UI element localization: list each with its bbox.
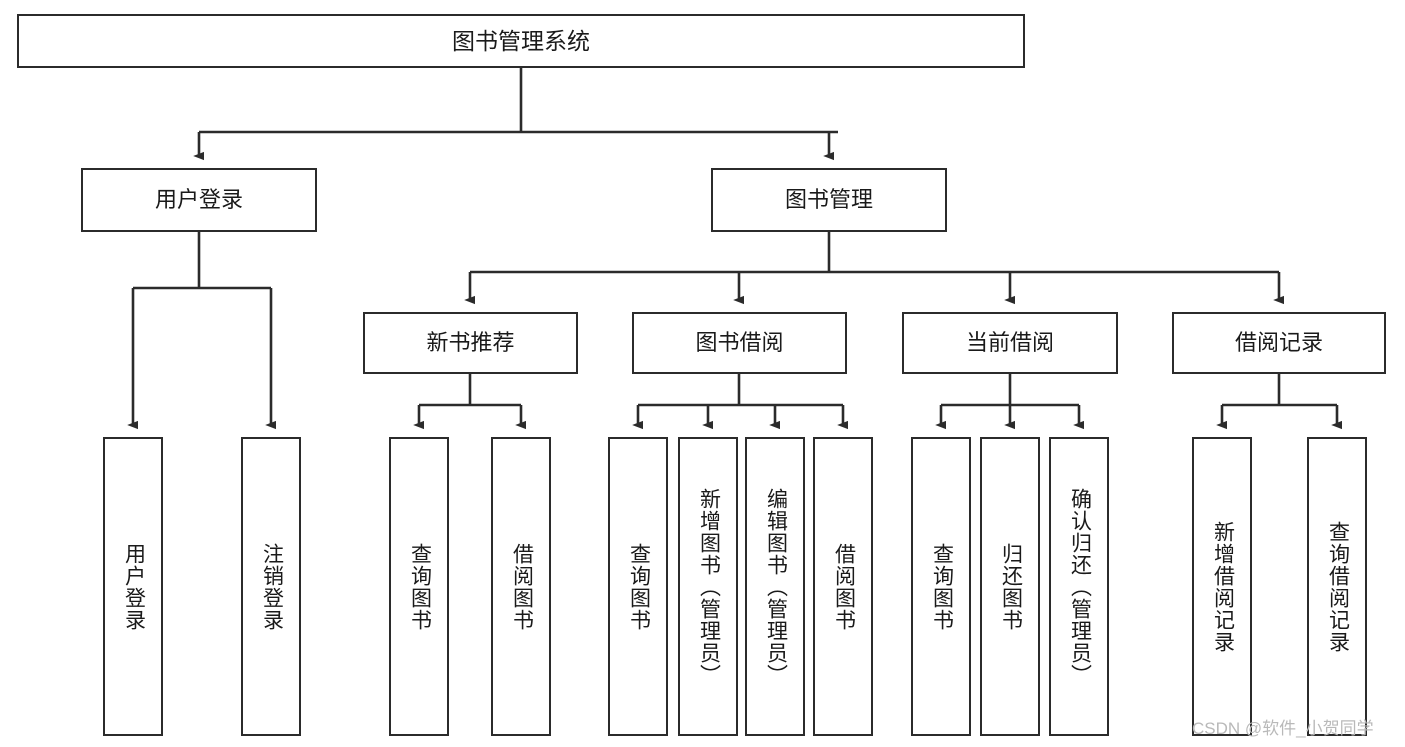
node-label: 查询图书 xyxy=(930,542,954,631)
leaf-borrow-record-query[interactable]: 查询借阅记录 xyxy=(1307,437,1367,736)
node-label: 查询图书 xyxy=(408,542,432,631)
node-label: 借阅图书 xyxy=(832,542,856,631)
node-label: 用户登录 xyxy=(154,187,243,213)
node-label: 新增借阅记录 xyxy=(1211,520,1235,653)
node-label: 注销登录 xyxy=(260,542,284,631)
node-label: 用户登录 xyxy=(122,542,146,631)
leaf-current-borrow-confirm-return[interactable]: 确认归还（管理员） xyxy=(1049,437,1109,736)
node-root-system[interactable]: 图书管理系统 xyxy=(17,14,1025,68)
node-book-borrow[interactable]: 图书借阅 xyxy=(632,312,847,374)
node-label: 当前借阅 xyxy=(965,330,1054,356)
node-label: 新书推荐 xyxy=(426,330,515,356)
leaf-book-borrow-query[interactable]: 查询图书 xyxy=(608,437,668,736)
csdn-watermark: CSDN @软件_小贺同学 xyxy=(1192,719,1374,738)
node-label: 借阅记录 xyxy=(1234,330,1323,356)
node-label: 借阅图书 xyxy=(510,542,534,631)
leaf-book-borrow-edit[interactable]: 编辑图书（管理员） xyxy=(745,437,805,736)
node-label: 归还图书 xyxy=(999,542,1023,631)
node-label: 图书管理 xyxy=(784,187,873,213)
node-borrow-record[interactable]: 借阅记录 xyxy=(1172,312,1386,374)
leaf-book-borrow-add[interactable]: 新增图书（管理员） xyxy=(678,437,738,736)
node-book-management[interactable]: 图书管理 xyxy=(711,168,947,232)
node-label: 编辑图书（管理员） xyxy=(764,487,788,686)
leaf-new-book-borrow[interactable]: 借阅图书 xyxy=(491,437,551,736)
node-current-borrow[interactable]: 当前借阅 xyxy=(902,312,1118,374)
node-new-book-recommend[interactable]: 新书推荐 xyxy=(363,312,578,374)
node-label: 查询图书 xyxy=(627,542,651,631)
node-label: 查询借阅记录 xyxy=(1326,520,1350,653)
leaf-current-borrow-query[interactable]: 查询图书 xyxy=(911,437,971,736)
leaf-user-login-login[interactable]: 用户登录 xyxy=(103,437,163,736)
node-user-login[interactable]: 用户登录 xyxy=(81,168,317,232)
leaf-borrow-record-add[interactable]: 新增借阅记录 xyxy=(1192,437,1252,736)
node-label: 图书管理系统 xyxy=(452,27,590,54)
node-label: 确认归还（管理员） xyxy=(1068,487,1092,686)
leaf-book-borrow-borrow[interactable]: 借阅图书 xyxy=(813,437,873,736)
node-label: 新增图书（管理员） xyxy=(697,487,721,686)
leaf-user-login-logout[interactable]: 注销登录 xyxy=(241,437,301,736)
leaf-current-borrow-return[interactable]: 归还图书 xyxy=(980,437,1040,736)
node-label: 图书借阅 xyxy=(695,330,784,356)
leaf-new-book-query[interactable]: 查询图书 xyxy=(389,437,449,736)
